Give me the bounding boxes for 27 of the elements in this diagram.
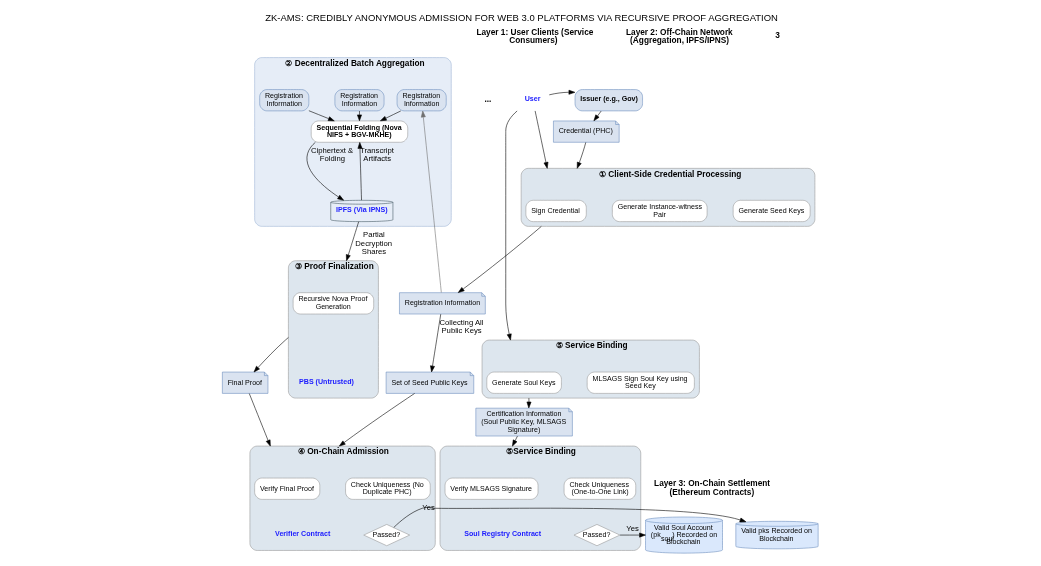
label: ... xyxy=(483,93,491,104)
arrow xyxy=(356,110,362,122)
label: 3 xyxy=(774,30,780,41)
arrow xyxy=(548,89,575,96)
arrow xyxy=(593,110,601,122)
label: Layer 1: User Clients (Service Consumers) xyxy=(475,26,593,45)
arrow xyxy=(420,110,442,293)
arrow xyxy=(504,110,517,341)
arrow xyxy=(308,110,335,122)
arrow xyxy=(306,142,344,201)
arrow xyxy=(392,507,746,528)
arrow xyxy=(248,393,271,447)
arrow xyxy=(511,435,518,447)
arrow xyxy=(526,397,531,409)
arrow xyxy=(619,532,646,538)
arrow xyxy=(534,110,548,169)
arrow xyxy=(357,142,362,201)
arrow xyxy=(576,142,586,169)
arrow xyxy=(253,337,289,373)
arrow xyxy=(429,313,441,373)
arrow xyxy=(345,221,359,261)
arrow xyxy=(457,226,542,293)
arrow xyxy=(379,110,401,122)
diagram-title: ZK-AMS: CREDIBLY ANONYMOUS ADMISSION FOR WEB 3.0 PLATFORMS VIA RECURSIVE PROOF AGGREGATION xyxy=(264,11,778,23)
arrow xyxy=(338,393,415,447)
label: Layer 3: On-Chain Settlement (Ethereum Contracts) xyxy=(653,478,770,497)
label: Layer 2: Off-Chain Network (Aggregation, IPFS/IPNS) xyxy=(625,26,733,45)
